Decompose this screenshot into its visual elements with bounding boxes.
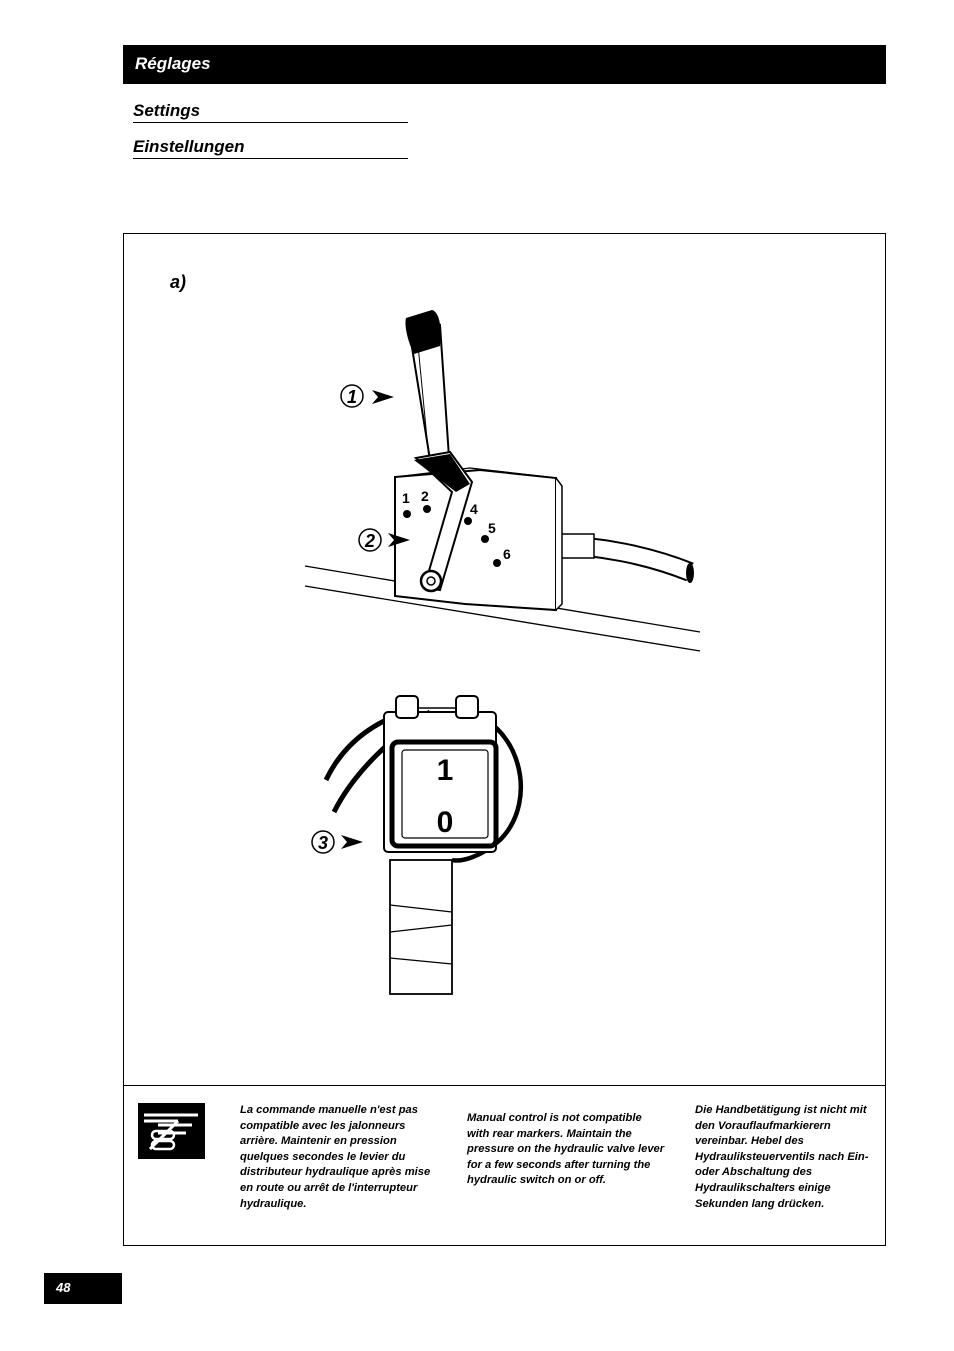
position-label: 1: [402, 490, 410, 506]
callout-number: 3: [318, 833, 328, 853]
callout-number: 1: [347, 387, 357, 407]
hydraulic-control-illustration: 1 2 4 5 6 1 2 1 0 3: [304, 310, 701, 995]
position-label: 6: [503, 546, 511, 562]
callout-3: 3: [311, 830, 363, 854]
hydraulic-hose: [547, 533, 694, 583]
callout-2: 2: [358, 528, 410, 552]
notes-divider: [123, 1085, 886, 1086]
callout-1: 1: [340, 384, 394, 408]
valve-lever: [405, 310, 474, 593]
page-number: 48: [56, 1280, 71, 1295]
notice-hand-icon: [138, 1103, 205, 1159]
section-header-bar: Réglages: [123, 45, 886, 84]
callout-number: 2: [364, 531, 375, 551]
position-label: 5: [488, 520, 496, 536]
lever-position-dots: [403, 505, 501, 567]
figure-label: a): [170, 272, 187, 292]
position-label: 2: [421, 488, 429, 504]
note-english: Manual control is not compatible with re…: [467, 1112, 665, 1187]
section-title: Réglages: [135, 54, 211, 73]
callout-arrow-icon: [341, 835, 363, 849]
note-german: Die Handbetätigung ist nicht mit den Vor…: [695, 1104, 869, 1210]
callout-arrow-icon: [388, 533, 410, 547]
note-french: La commande manuelle n'est pas compatibl…: [240, 1104, 431, 1210]
page-number-box: 48: [44, 1273, 122, 1304]
subtitle-german: Einstellungen: [133, 137, 408, 159]
switch-off-label: 0: [437, 806, 454, 839]
subtitle-english: Settings: [133, 101, 408, 123]
figure-frame: [123, 233, 886, 1246]
switch-on-label: 1: [437, 754, 454, 787]
position-label: 4: [470, 501, 478, 517]
callout-arrow-icon: [372, 390, 394, 404]
lever-grip-icon: [405, 310, 441, 354]
hydraulic-switch: 1 0: [323, 695, 523, 995]
